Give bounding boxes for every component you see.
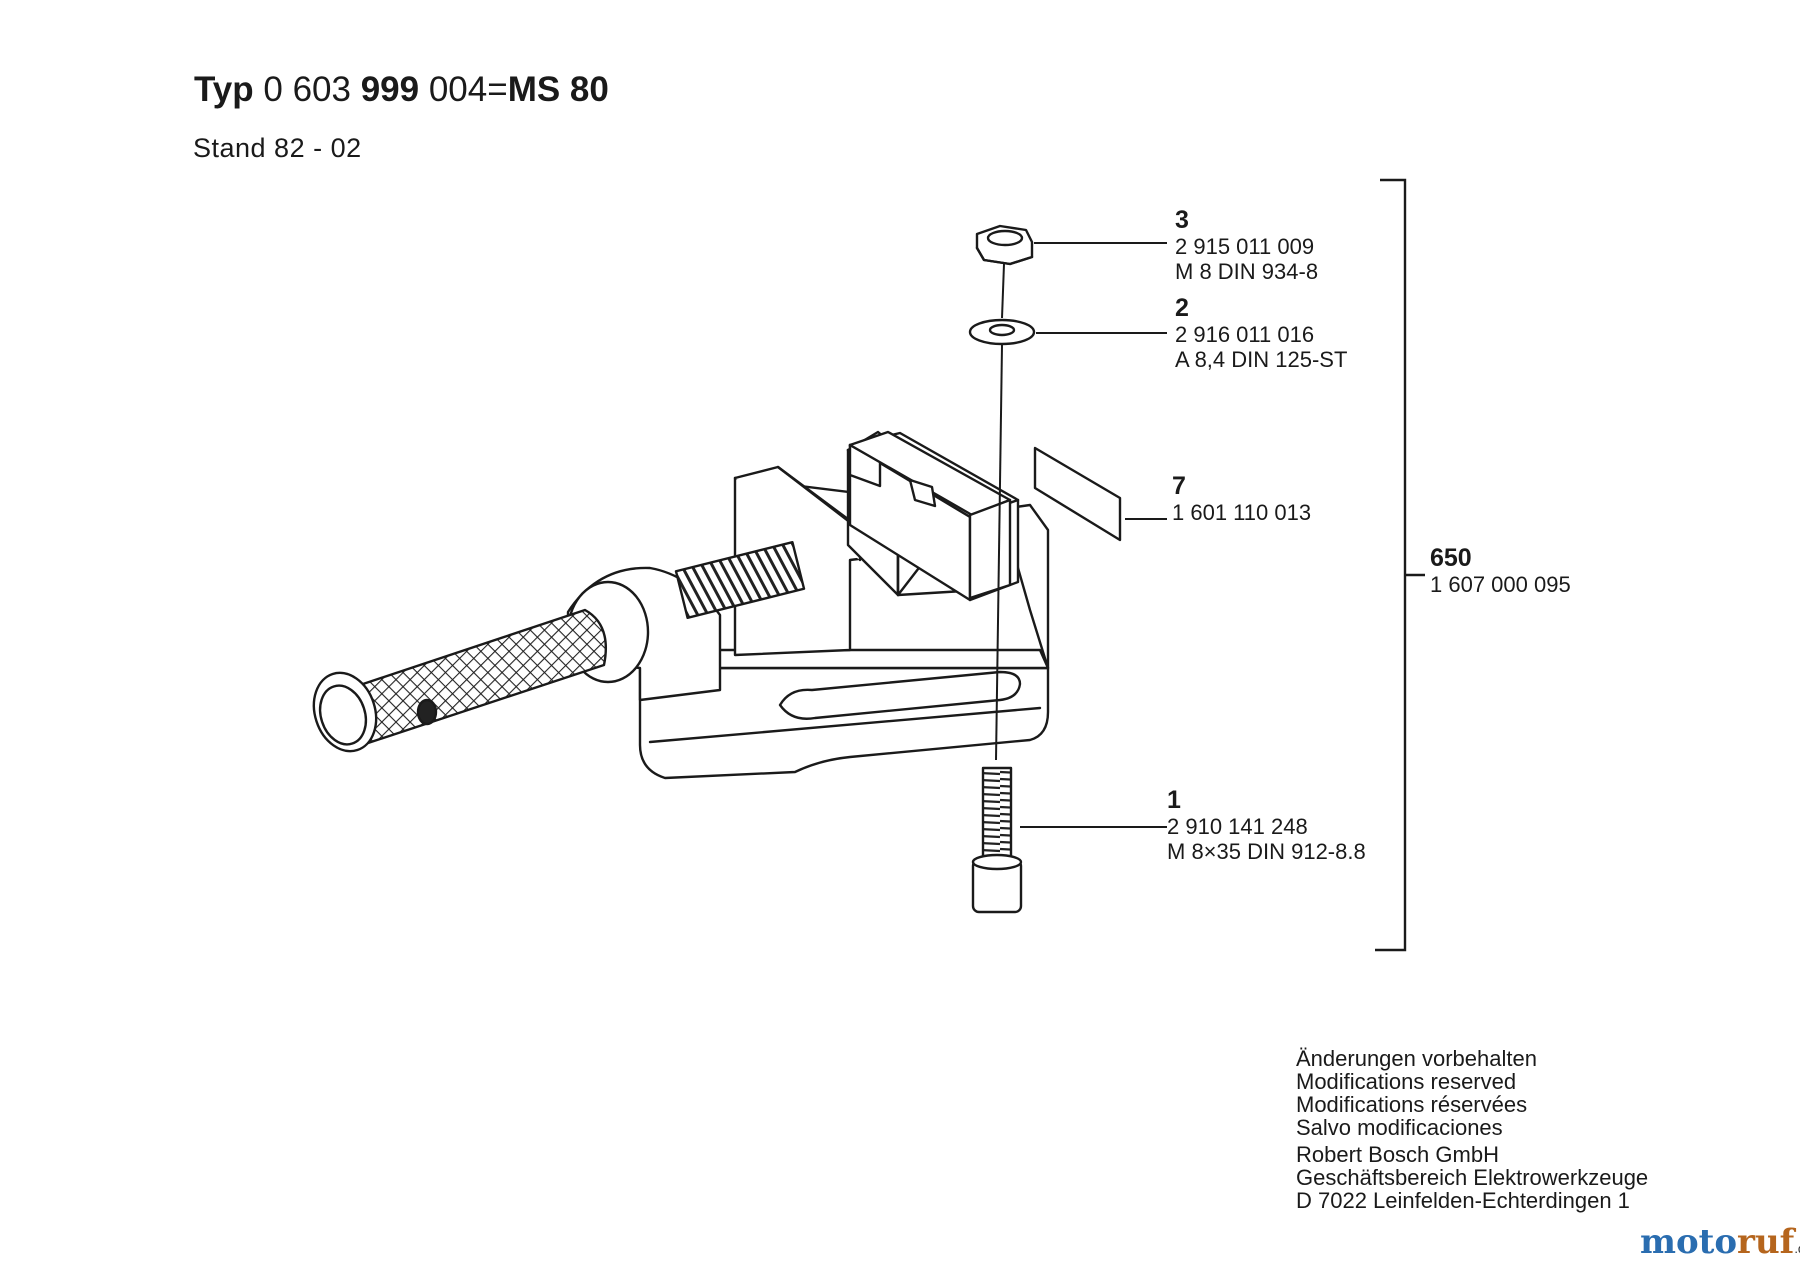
part-1-part-no: 2 910 141 248 [1167, 814, 1308, 839]
page-title: Typ 0 603 999 004=MS 80 [194, 70, 609, 110]
v-jaw [848, 430, 1012, 600]
callout-part-2: 2 2 916 011 016 A 8,4 DIN 125-ST [1175, 294, 1347, 372]
part-1-number: 1 [1167, 786, 1181, 814]
kit-part-no: 1 607 000 095 [1430, 572, 1571, 597]
part-2-part-no: 2 916 011 016 [1175, 322, 1315, 347]
typ-equals: = [487, 70, 508, 109]
label-plate [1033, 446, 1122, 542]
company-address: D 7022 Leinfelden-Echterdingen 1 [1296, 1188, 1630, 1213]
knurled-handle [312, 608, 608, 753]
callout-part-1: 1 2 910 141 248 M 8×35 DIN 912-8.8 [1167, 786, 1366, 864]
typ-number-a: 0 603 [263, 70, 351, 109]
footer-line-de: Änderungen vorbehalten [1296, 1046, 1537, 1071]
part-2-number: 2 [1175, 294, 1189, 322]
footer-line-fr: Modifications réservées [1296, 1092, 1528, 1117]
part-1-spec: M 8×35 DIN 912-8.8 [1167, 839, 1366, 864]
motoruf-logo: motoruf.de [1640, 1222, 1800, 1262]
footer-notice: Änderungen vorbehalten Modifications res… [1296, 1047, 1648, 1212]
part-3-part-no: 2 915 011 009 [1175, 234, 1315, 259]
hex-nut [975, 224, 1034, 266]
kit-number: 650 [1430, 544, 1472, 572]
callout-part-7: 7 1 601 110 013 [1172, 472, 1311, 525]
part-7-part-no: 1 601 110 013 [1172, 500, 1312, 525]
part-2-spec: A 8,4 DIN 125-ST [1175, 347, 1348, 372]
stand-date: Stand 82 - 02 [193, 133, 362, 163]
footer-line-es: Salvo modificaciones [1296, 1115, 1503, 1140]
typ-number-b: 999 [360, 70, 420, 109]
threaded-spindle [674, 540, 806, 620]
model-name: MS 80 [507, 70, 609, 109]
company-name: Robert Bosch GmbH [1296, 1142, 1499, 1167]
callout-kit-650: 650 1 607 000 095 [1430, 544, 1571, 597]
company-division: Geschäftsbereich Elektrowerkzeuge [1296, 1165, 1649, 1190]
socket-screw [971, 766, 1023, 914]
part-7-number: 7 [1172, 472, 1186, 500]
kit-bracket [1375, 178, 1407, 952]
part-3-number: 3 [1175, 206, 1189, 234]
callout-part-3: 3 2 915 011 009 M 8 DIN 934-8 [1175, 206, 1318, 284]
leader-lines [995, 242, 1167, 828]
part-3-spec: M 8 DIN 934-8 [1175, 259, 1319, 284]
washer [968, 318, 1036, 346]
typ-number-c: 004 [428, 70, 488, 109]
typ-label: Typ [194, 70, 254, 109]
footer-line-en: Modifications reserved [1296, 1069, 1517, 1094]
